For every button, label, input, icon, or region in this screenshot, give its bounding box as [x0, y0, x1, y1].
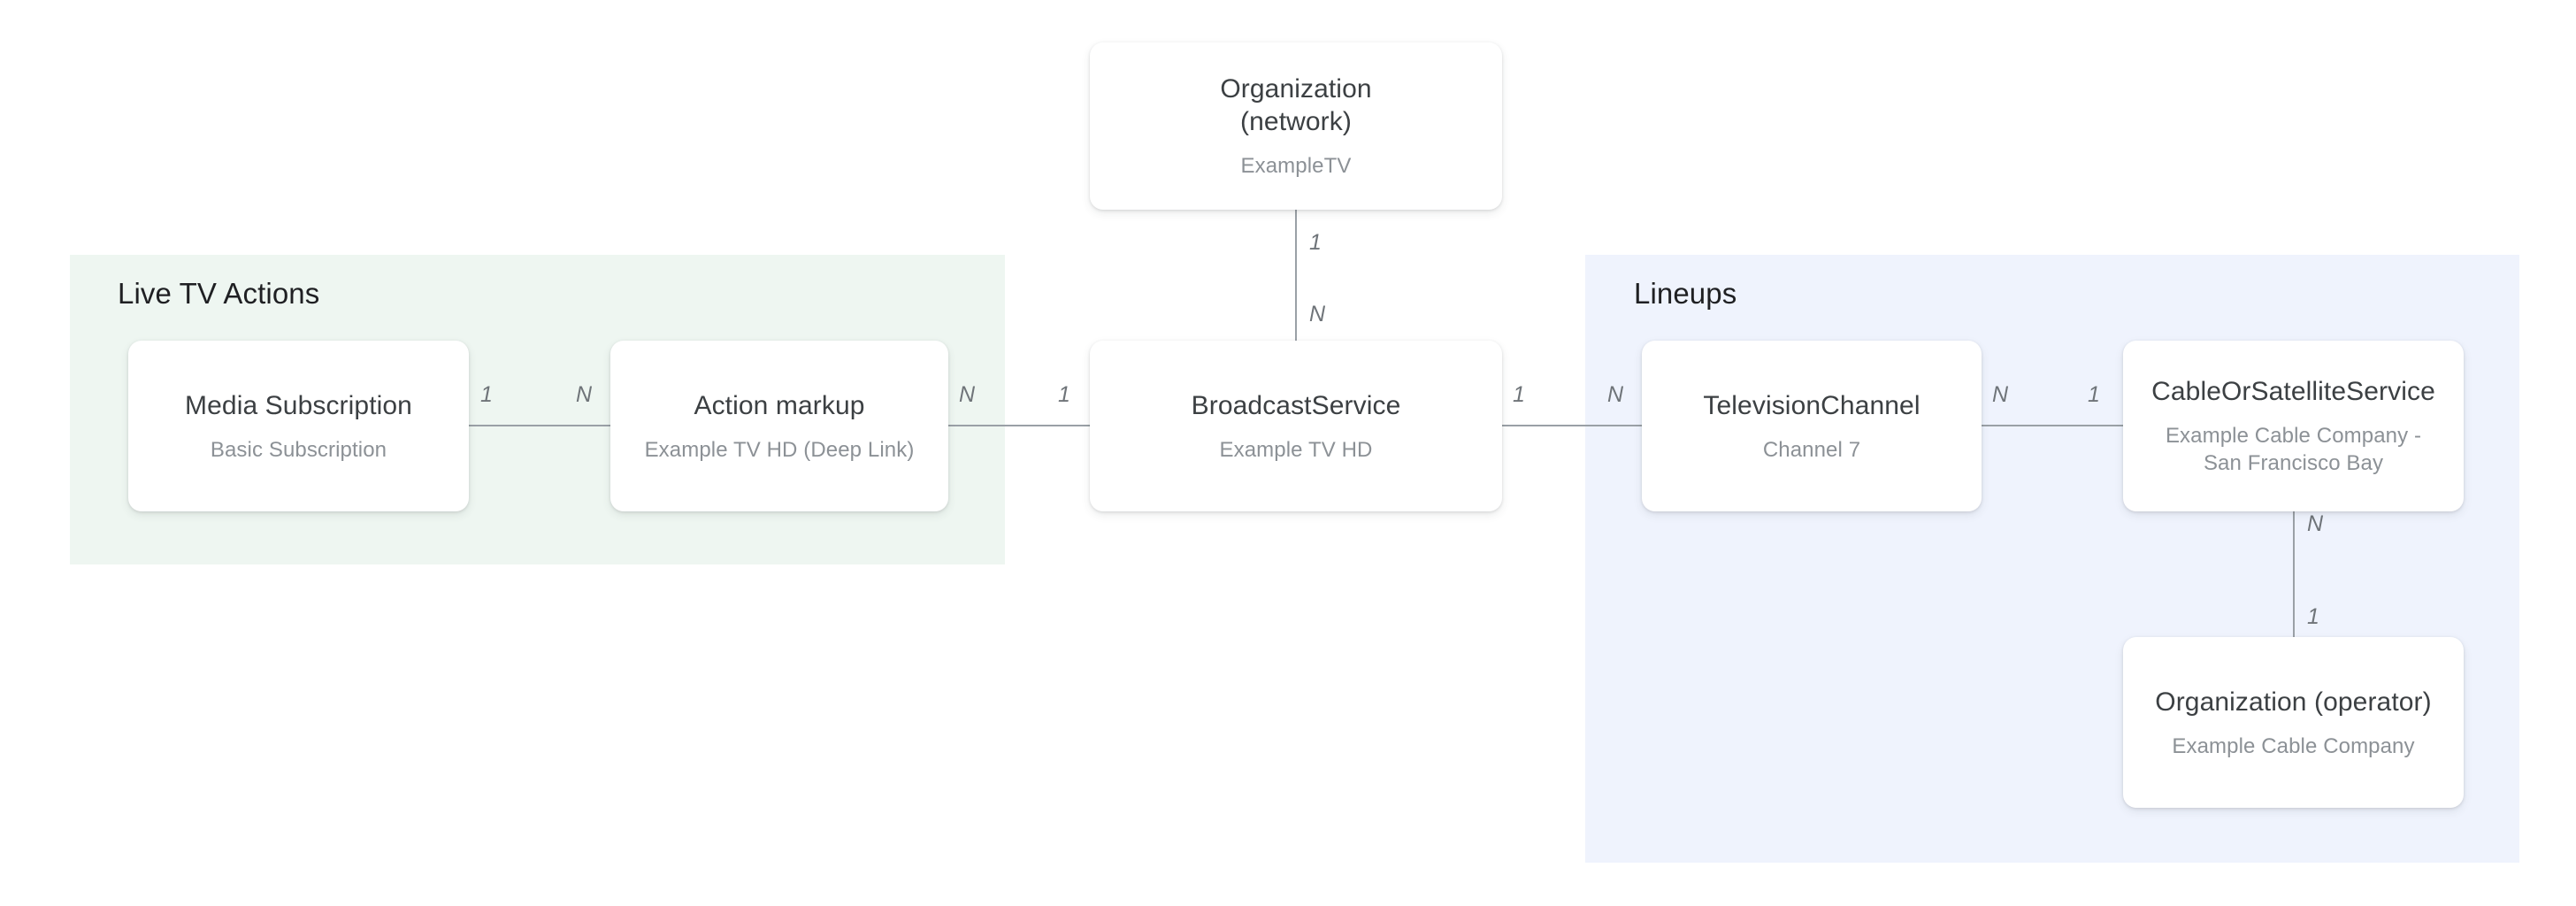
edge-label-cable-or-satellite-service-n: N	[2307, 511, 2324, 536]
edge-label-broadcast-service-1b: 1	[1513, 382, 1525, 407]
group-lineups-title: Lineups	[1634, 277, 1737, 310]
node-organization-network-title-line2: (network)	[1240, 107, 1352, 136]
node-action-markup-subtitle: Example TV HD (Deep Link)	[644, 437, 915, 462]
edge-label-cable-or-satellite-service-1: 1	[2088, 382, 2100, 407]
node-media-subscription[interactable]: Media Subscription Basic Subscription	[128, 341, 469, 511]
edge-label-media-subscription-1: 1	[480, 382, 493, 407]
node-action-markup[interactable]: Action markup Example TV HD (Deep Link)	[610, 341, 948, 511]
node-television-channel-subtitle: Channel 7	[1762, 437, 1861, 462]
node-organization-network-title-line1: Organization	[1220, 74, 1372, 104]
node-organization-network-subtitle: ExampleTV	[1240, 154, 1352, 178]
node-organization-operator[interactable]: Organization (operator) Example Cable Co…	[2123, 637, 2464, 808]
edge-label-broadcast-service-n: N	[1309, 302, 1326, 326]
edge-organization-network-broadcast-service	[1295, 205, 1297, 347]
edge-action-markup-broadcast-service	[939, 425, 1103, 426]
node-organization-network-title: Organization (network)	[1220, 73, 1371, 138]
node-broadcast-service[interactable]: BroadcastService Example TV HD	[1090, 341, 1502, 511]
node-action-markup-title: Action markup	[694, 390, 865, 420]
node-cable-or-satellite-service[interactable]: CableOrSatelliteService Example Cable Co…	[2123, 341, 2464, 511]
edge-label-organization-network-1: 1	[1309, 230, 1322, 255]
edge-cable-or-satellite-service-organization-operator	[2293, 506, 2295, 643]
edge-label-action-markup-n2: N	[959, 382, 976, 407]
node-media-subscription-subtitle: Basic Subscription	[210, 437, 387, 462]
node-organization-network[interactable]: Organization (network) ExampleTV	[1090, 42, 1502, 210]
node-television-channel[interactable]: TelevisionChannel Channel 7	[1642, 341, 1982, 511]
edge-label-broadcast-service-1: 1	[1058, 382, 1070, 407]
edge-media-subscription-action-markup	[460, 425, 624, 426]
edge-label-organization-operator-1: 1	[2307, 604, 2319, 629]
edge-label-television-channel-n2: N	[1992, 382, 2009, 407]
edge-label-television-channel-n: N	[1607, 382, 1624, 407]
node-media-subscription-title: Media Subscription	[185, 390, 412, 420]
node-organization-operator-title: Organization (operator)	[2155, 687, 2432, 717]
node-broadcast-service-title: BroadcastService	[1191, 390, 1401, 420]
node-organization-operator-subtitle: Example Cable Company	[2172, 733, 2415, 758]
group-live-tv-actions-title: Live TV Actions	[118, 277, 320, 310]
edge-television-channel-cable-or-satellite-service	[1974, 425, 2135, 426]
node-television-channel-title: TelevisionChannel	[1703, 390, 1920, 420]
edge-label-action-markup-n: N	[576, 382, 593, 407]
node-broadcast-service-subtitle: Example TV HD	[1219, 437, 1373, 462]
node-cable-or-satellite-service-title: CableOrSatelliteService	[2151, 377, 2435, 406]
edge-broadcast-service-television-channel	[1495, 425, 1654, 426]
node-cable-or-satellite-service-subtitle: Example Cable Company - San Francisco Ba…	[2165, 424, 2422, 475]
